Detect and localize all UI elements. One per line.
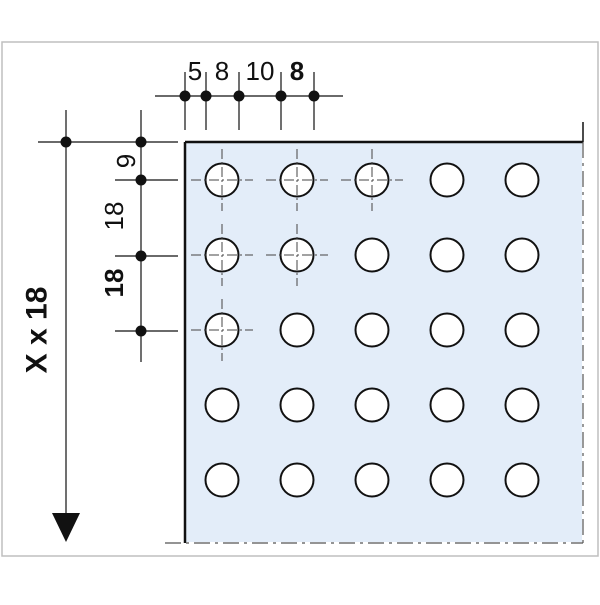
hole — [429, 312, 465, 348]
hole — [354, 462, 390, 498]
diagram-frame — [1, 41, 599, 557]
hole — [429, 162, 465, 198]
length-label: X x 18 — [21, 287, 54, 374]
hole — [504, 237, 540, 273]
length-arrow: X x 18 — [21, 110, 80, 542]
hole — [429, 387, 465, 423]
hole — [279, 462, 315, 498]
top-dimension-chain: 5 8 10 8 — [155, 56, 343, 130]
side-dimension-chain: 9 18 18 — [38, 110, 178, 362]
top-dimension-label: 10 — [246, 56, 275, 86]
side-dimension-label: 9 — [111, 154, 141, 168]
hole — [204, 387, 240, 423]
arrow-down-icon — [52, 513, 80, 542]
hole — [354, 387, 390, 423]
top-dimension-label: 8 — [215, 56, 229, 86]
plate-edges — [165, 122, 584, 544]
hole — [504, 162, 540, 198]
hole — [354, 237, 390, 273]
top-dimension-label-bold: 8 — [290, 56, 304, 86]
side-dimension-label-bold: 18 — [99, 269, 129, 298]
side-dimension-label: 18 — [99, 202, 129, 231]
hole-crosshairs — [191, 149, 403, 361]
hole — [504, 462, 540, 498]
hole — [204, 462, 240, 498]
hole — [504, 387, 540, 423]
top-dimension-label: 5 — [188, 56, 202, 86]
hole — [429, 462, 465, 498]
hole — [279, 387, 315, 423]
hole — [279, 312, 315, 348]
hole — [429, 237, 465, 273]
hole — [504, 312, 540, 348]
hole-grid — [204, 162, 540, 498]
hole — [354, 312, 390, 348]
